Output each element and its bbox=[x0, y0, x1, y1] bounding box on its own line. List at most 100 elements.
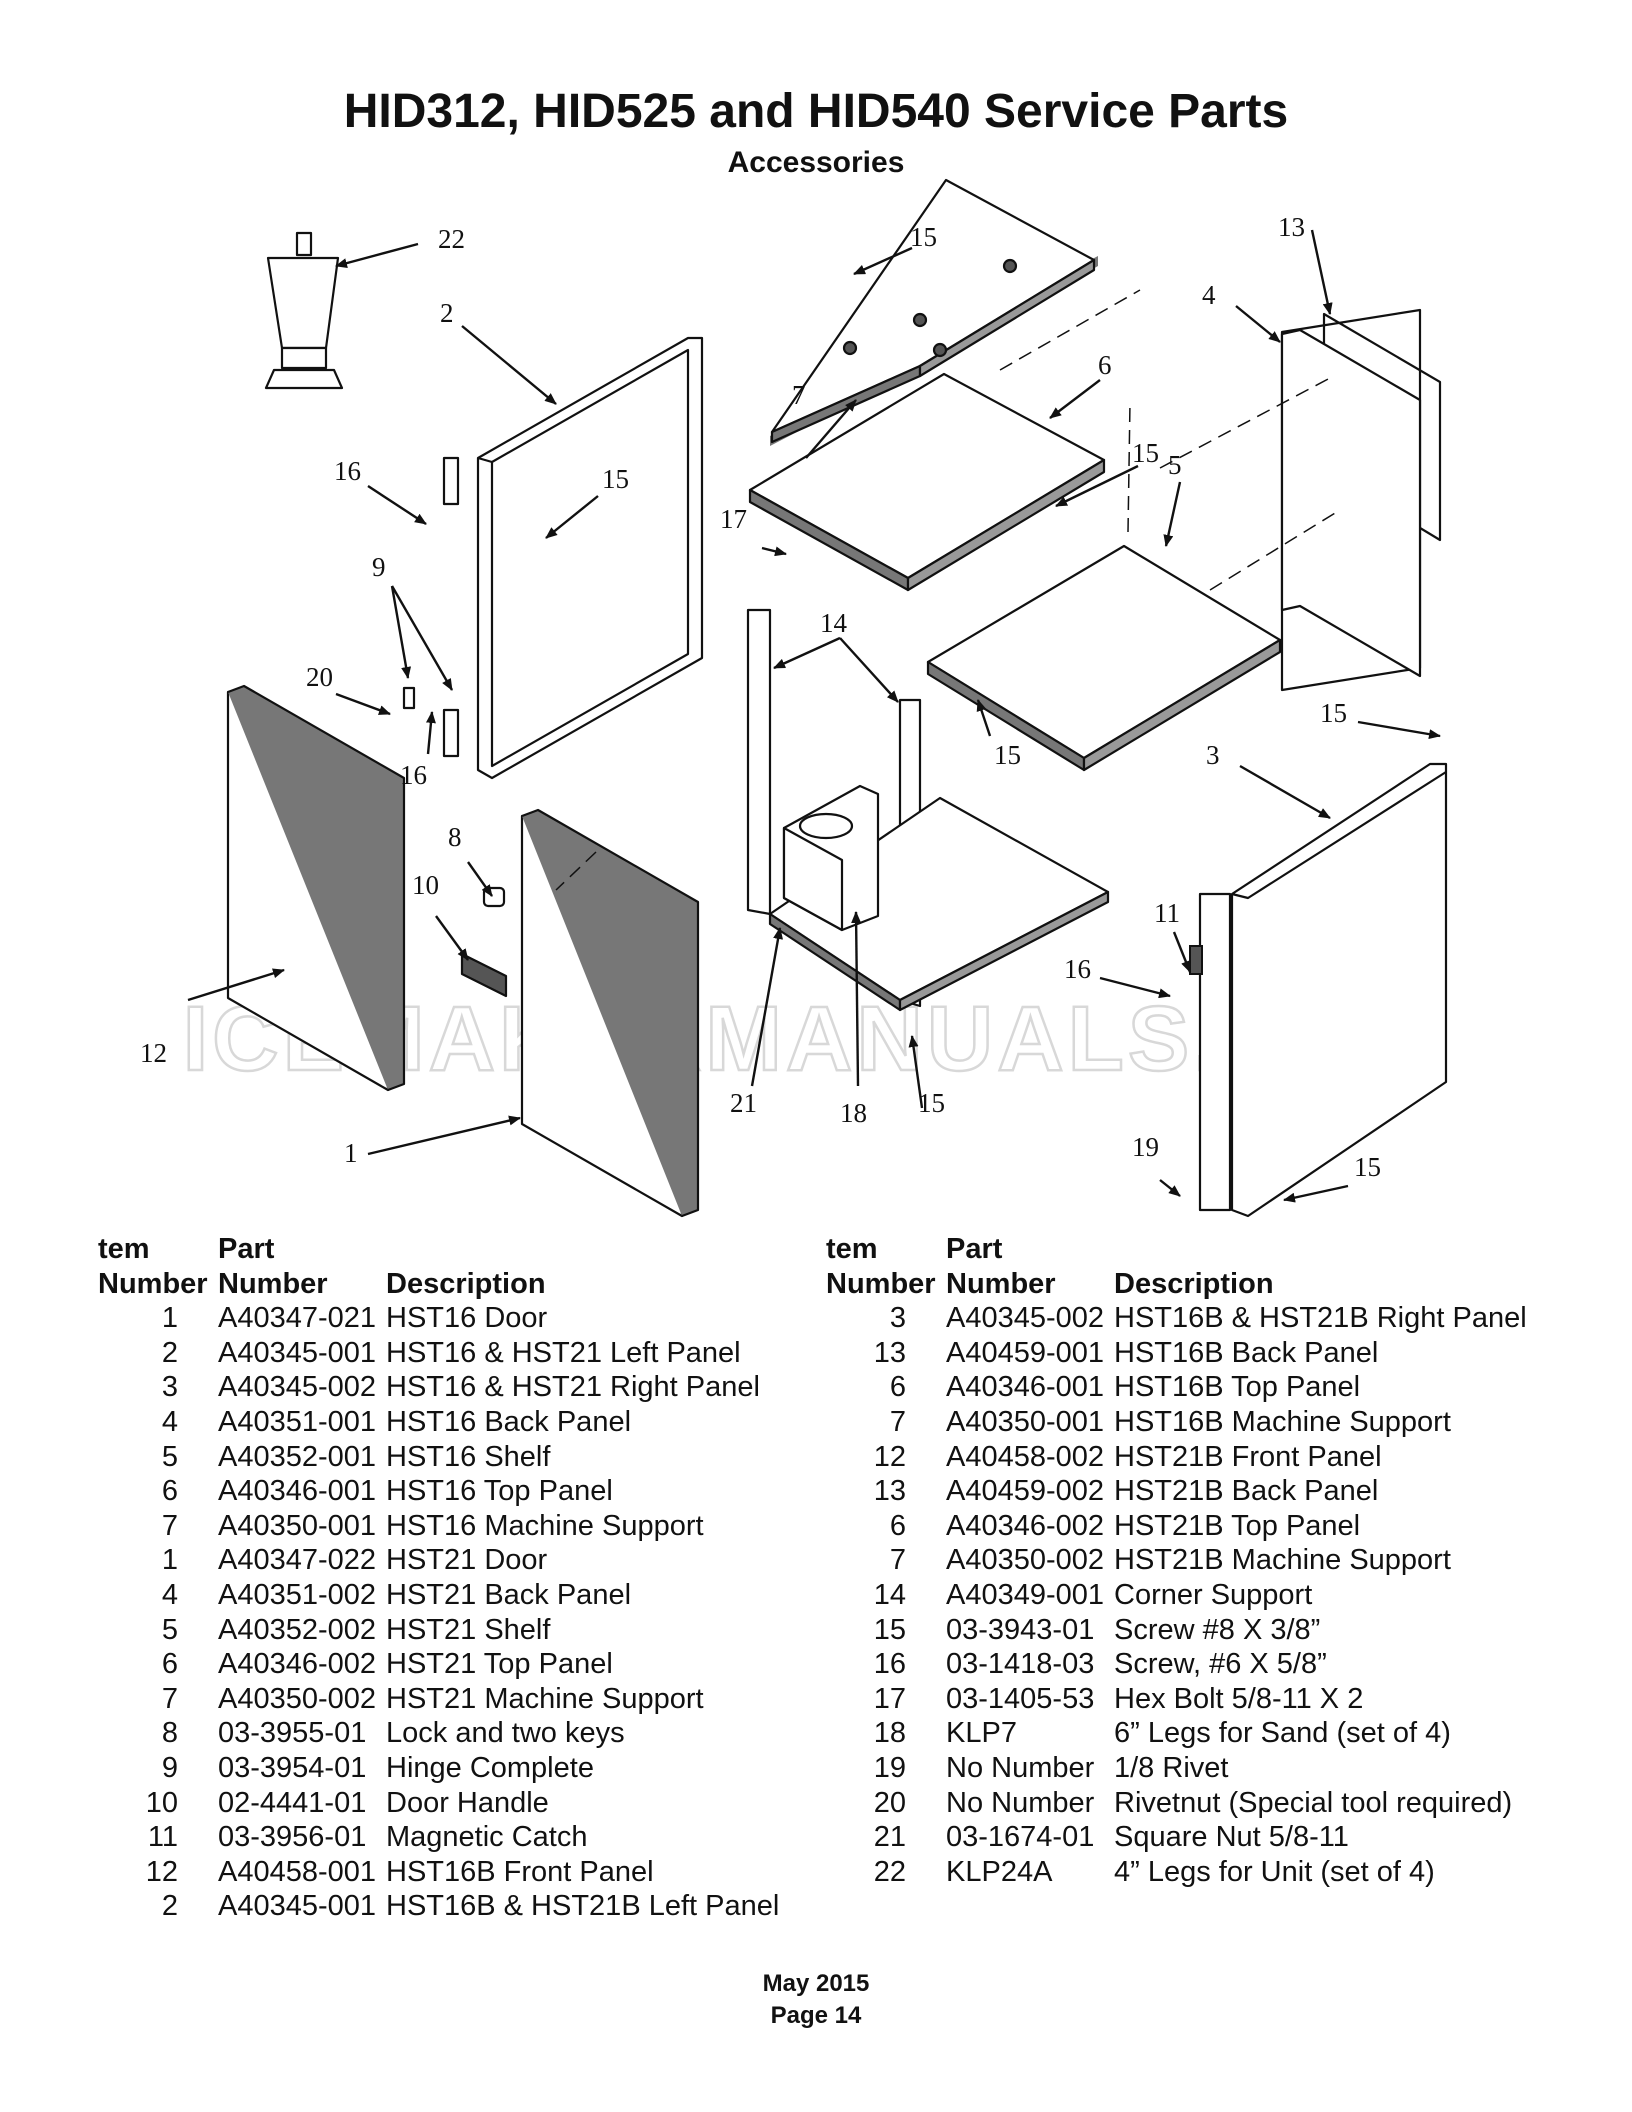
upper-hinge-drawing bbox=[442, 456, 460, 506]
callout-10: 10 bbox=[412, 870, 439, 900]
callout-16-lower: 16 bbox=[400, 760, 427, 790]
header-part-line2: Number bbox=[218, 1267, 328, 1300]
item-number: 9 bbox=[161, 1751, 178, 1784]
part-number: A40458-001 bbox=[218, 1855, 377, 1888]
item-number: 4 bbox=[161, 1405, 178, 1438]
header-part-line2: Number bbox=[946, 1267, 1056, 1300]
part-number: A40350-002 bbox=[946, 1544, 1105, 1577]
part-description: HST16 Back Panel bbox=[386, 1405, 632, 1438]
header-description: Description bbox=[1114, 1267, 1274, 1300]
part-number: A40350-001 bbox=[218, 1509, 377, 1542]
item-number: 22 bbox=[873, 1855, 906, 1888]
part-description: HST21 Top Panel bbox=[386, 1648, 613, 1681]
header-description: Description bbox=[386, 1267, 546, 1300]
callout-15-shelf: 15 bbox=[994, 740, 1021, 770]
item-number: 17 bbox=[873, 1682, 906, 1715]
front-panel-edge-drawing bbox=[227, 684, 406, 1092]
item-number: 16 bbox=[873, 1648, 906, 1681]
item-number: 14 bbox=[873, 1578, 906, 1611]
callout-12: 12 bbox=[140, 1038, 167, 1068]
part-number: A40459-001 bbox=[946, 1336, 1105, 1369]
lower-hinge-drawing bbox=[442, 708, 460, 758]
part-number: No Number bbox=[946, 1786, 1095, 1819]
part-description: 1/8 Rivet bbox=[1114, 1751, 1229, 1784]
callout-arrows bbox=[187, 229, 1441, 1203]
magnetic-catch-drawing bbox=[1189, 945, 1203, 975]
callout-7: 7 bbox=[792, 380, 806, 410]
part-description: HST21B Back Panel bbox=[1114, 1475, 1379, 1508]
callout-22: 22 bbox=[438, 224, 465, 254]
part-description: Screw #8 X 3/8” bbox=[1114, 1613, 1321, 1646]
callout-5: 5 bbox=[1168, 450, 1182, 480]
callout-15-bottom: 15 bbox=[1354, 1152, 1381, 1182]
callout-6: 6 bbox=[1098, 350, 1112, 380]
part-number: A40346-001 bbox=[946, 1371, 1105, 1404]
right-side-panel-drawing bbox=[1198, 762, 1448, 1218]
callout-14: 14 bbox=[820, 608, 848, 638]
callout-8: 8 bbox=[448, 822, 462, 852]
item-number: 7 bbox=[889, 1544, 906, 1577]
door-edge-drawing bbox=[521, 808, 700, 1218]
item-number: 21 bbox=[873, 1821, 906, 1854]
page-subtitle: Accessories bbox=[727, 146, 905, 179]
footer-page-number: Page 14 bbox=[770, 2002, 862, 2029]
item-number: 12 bbox=[873, 1440, 906, 1473]
part-description: HST16 Top Panel bbox=[386, 1475, 613, 1508]
part-number: 03-1405-53 bbox=[946, 1682, 1095, 1715]
part-number: A40350-002 bbox=[218, 1682, 377, 1715]
part-description: Rivetnut (Special tool required) bbox=[1114, 1786, 1513, 1819]
part-number: A40346-001 bbox=[218, 1475, 377, 1508]
item-number: 2 bbox=[161, 1890, 178, 1923]
item-number: 2 bbox=[161, 1336, 178, 1369]
callout-3: 3 bbox=[1206, 740, 1220, 770]
parts-diagram-svg: ICEMAKERMANUALS.COM bbox=[140, 178, 1448, 1218]
left-side-panel-drawing bbox=[476, 336, 704, 780]
part-description: HST16 Door bbox=[386, 1302, 548, 1335]
callout-16-right: 16 bbox=[1064, 954, 1091, 984]
callout-20: 20 bbox=[306, 662, 333, 692]
table-header-row-1: tem Part bbox=[98, 1232, 779, 1267]
part-number: A40347-021 bbox=[218, 1302, 377, 1335]
item-number: 19 bbox=[873, 1751, 906, 1784]
hinge-pin-drawing bbox=[402, 686, 416, 710]
item-number: 5 bbox=[161, 1613, 178, 1646]
item-number: 1 bbox=[161, 1302, 178, 1335]
shelf-drawing bbox=[926, 544, 1282, 772]
part-number: 02-4441-01 bbox=[218, 1786, 367, 1819]
part-description: Lock and two keys bbox=[386, 1717, 625, 1750]
part-number: KLP7 bbox=[946, 1717, 1017, 1750]
item-number: 3 bbox=[161, 1371, 178, 1404]
item-number: 13 bbox=[873, 1475, 906, 1508]
part-description: HST16 & HST21 Right Panel bbox=[386, 1371, 760, 1404]
callout-4: 4 bbox=[1202, 280, 1216, 310]
item-number: 6 bbox=[161, 1475, 178, 1508]
part-number: 03-1674-01 bbox=[946, 1821, 1095, 1854]
header-part-line1: Part bbox=[946, 1233, 1003, 1265]
part-description: Magnetic Catch bbox=[386, 1821, 588, 1854]
part-description: HST21B Front Panel bbox=[1114, 1440, 1382, 1473]
part-description: HST21 Machine Support bbox=[386, 1682, 704, 1715]
item-number: 18 bbox=[873, 1717, 906, 1750]
exploded-parts-diagram: ICEMAKERMANUALS.COM bbox=[0, 170, 1632, 1230]
callout-9: 9 bbox=[372, 552, 386, 582]
item-number: 15 bbox=[873, 1613, 906, 1646]
part-number: A40346-002 bbox=[946, 1509, 1105, 1542]
